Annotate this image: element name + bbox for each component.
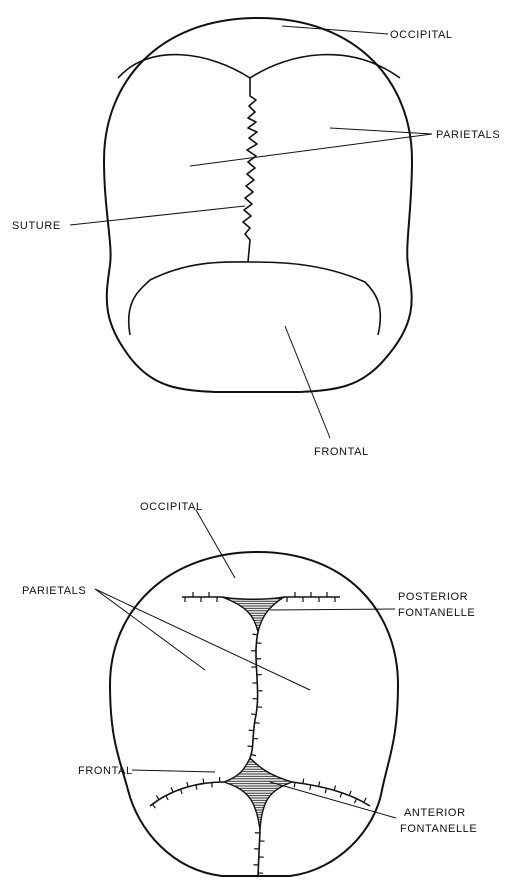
suture-tick: [251, 754, 256, 755]
suture-tick: [171, 788, 173, 793]
suture-tick: [156, 795, 159, 799]
metopic-suture: [258, 830, 260, 876]
infant-skull: OCCIPITAL PARIETALS POSTERIOR FONTANELLE…: [22, 501, 477, 876]
suture-tick: [181, 789, 183, 794]
anterior-fontanelle-leader: [270, 782, 396, 818]
frontal-label-bottom: FRONTAL: [78, 765, 133, 777]
suture-tick: [349, 791, 351, 796]
parietal-leader-a: [95, 589, 205, 670]
frontal-leader-bottom: [132, 770, 215, 772]
posterior-fontanelle: [222, 597, 284, 632]
suture-tick: [196, 785, 197, 790]
parietals-label-bottom: PARIETALS: [22, 585, 86, 597]
posterior-fontanelle-label-1: POSTERIOR: [398, 591, 468, 603]
parietal-leader-left: [190, 134, 432, 166]
adult-skull-outline: [104, 18, 412, 392]
lambdoid-suture: [118, 55, 400, 78]
suture-tick: [248, 746, 253, 747]
suture-tick: [187, 782, 188, 787]
adult-skull: OCCIPITAL PARIETALS SUTURE FRONTAL: [12, 18, 500, 458]
suture-tick: [251, 714, 256, 715]
occipital-label-bottom: OCCIPITAL: [140, 501, 203, 513]
coronal-suture-left: [150, 782, 224, 806]
suture-tick: [334, 785, 335, 790]
suture-tick: [303, 779, 304, 784]
coronal-suture: [129, 262, 381, 335]
anterior-fontanelle-label-2: FONTANELLE: [400, 823, 477, 835]
parietal-leader-b: [95, 589, 310, 690]
frontal-leader-top: [285, 326, 330, 438]
coronal-suture-right: [292, 782, 370, 806]
suture-tick: [340, 793, 342, 798]
anterior-fontanelle: [224, 758, 292, 830]
parietal-leader-right: [330, 128, 432, 134]
suture-tick: [166, 796, 168, 800]
suture-tick: [203, 779, 204, 784]
suture-tick: [325, 788, 326, 793]
suture-tick: [364, 798, 366, 802]
posterior-fontanelle-label-2: FONTANELLE: [398, 607, 475, 619]
anterior-fontanelle-label-1: ANTERIOR: [404, 807, 466, 819]
parietals-label-top: PARIETALS: [436, 129, 500, 141]
suture-tick: [319, 782, 320, 787]
frontal-label-top: FRONTAL: [314, 446, 369, 458]
suture-tick: [252, 634, 257, 635]
suture-leader: [70, 206, 245, 225]
occipital-leader-bottom: [196, 510, 235, 578]
suture-tick: [152, 804, 155, 808]
sagittal-suture: [243, 78, 257, 262]
suture-tick: [294, 782, 295, 787]
occipital-label-top: OCCIPITAL: [390, 29, 453, 41]
suture-tick: [354, 799, 356, 804]
suture-label: SUTURE: [12, 220, 61, 232]
suture-tick: [255, 723, 260, 724]
suture-tick: [310, 785, 311, 790]
